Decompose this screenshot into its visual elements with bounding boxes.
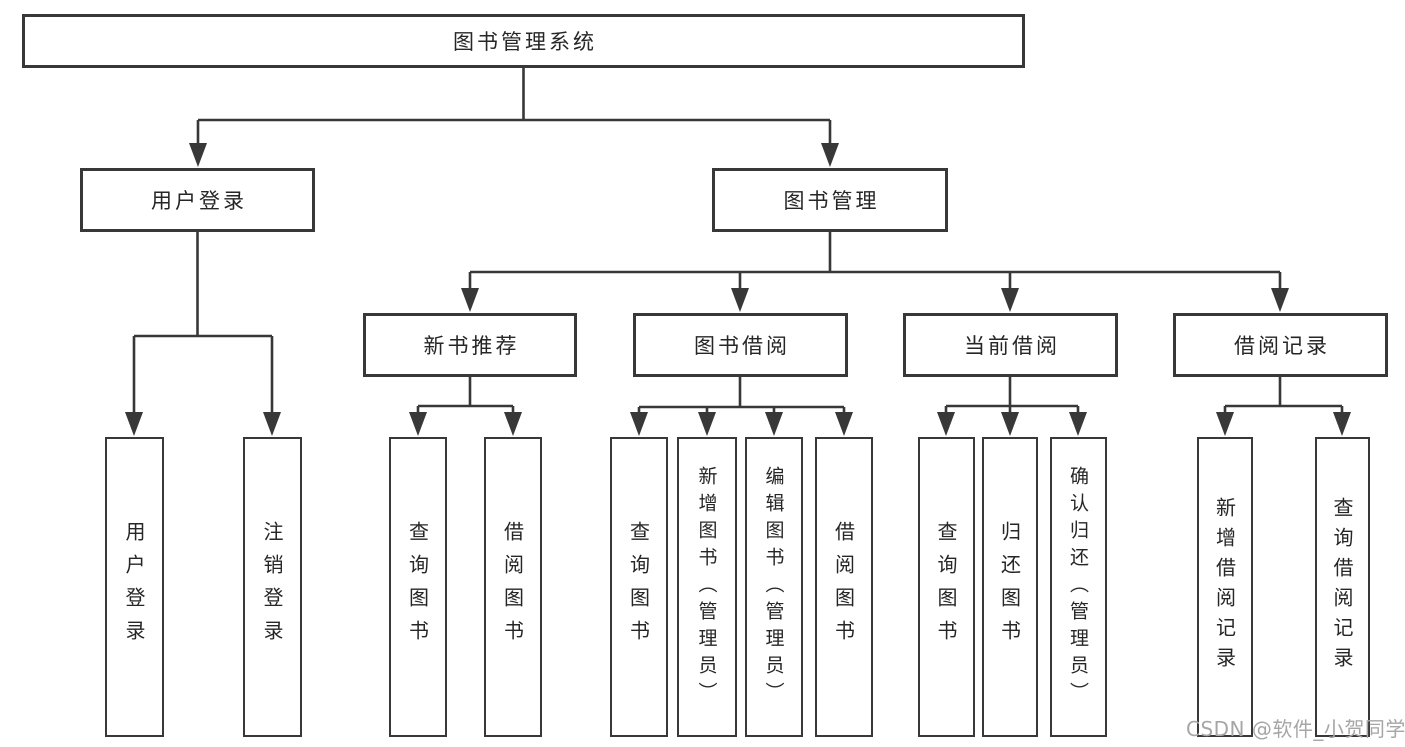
leaf-edit-books-admin: 编辑图书（管理员） [745, 437, 803, 737]
arrowheads [125, 143, 1351, 436]
leaf-query-books-current: 查询图书 [918, 437, 975, 737]
leaf-add-borrow-record: 新增借阅记录 [1197, 437, 1253, 737]
connector-current-borrow-to-leaves [944, 377, 1080, 414]
node-current-borrowing: 当前借阅 [903, 313, 1118, 377]
node-root-library-system: 图书管理系统 [22, 14, 1025, 68]
node-book-management: 图书管理 [712, 168, 948, 232]
connector-borrow-records-to-leaves [1223, 377, 1344, 414]
node-new-book-recommend: 新书推荐 [363, 313, 577, 377]
csdn-watermark: CSDN @软件_小贺同学 [1186, 717, 1405, 741]
connector-book-borrow-to-leaves [637, 377, 846, 414]
node-book-borrowing: 图书借阅 [633, 313, 848, 377]
connector-root-to-level2 [196, 68, 832, 144]
leaf-confirm-return-admin: 确认归还（管理员） [1050, 437, 1107, 737]
connector-book-mgmt-to-level3 [468, 232, 1282, 290]
leaf-borrow-books-recommend: 借阅图书 [484, 437, 542, 737]
leaf-user-login: 用户登录 [105, 437, 164, 737]
leaf-return-books: 归还图书 [982, 437, 1038, 737]
node-borrow-records: 借阅记录 [1173, 313, 1388, 377]
leaf-query-books-recommend: 查询图书 [389, 437, 447, 737]
leaf-add-books-admin: 新增图书（管理员） [677, 437, 737, 737]
connector-new-book-to-leaves [416, 377, 515, 414]
leaf-query-borrow-record: 查询借阅记录 [1315, 437, 1370, 737]
leaf-logout: 注销登录 [243, 437, 302, 737]
leaf-borrow-books-borrowing: 借阅图书 [815, 437, 873, 737]
leaf-query-books-borrowing: 查询图书 [610, 437, 668, 737]
node-user-login: 用户登录 [80, 168, 315, 232]
connector-user-login-to-leaves [132, 232, 274, 414]
